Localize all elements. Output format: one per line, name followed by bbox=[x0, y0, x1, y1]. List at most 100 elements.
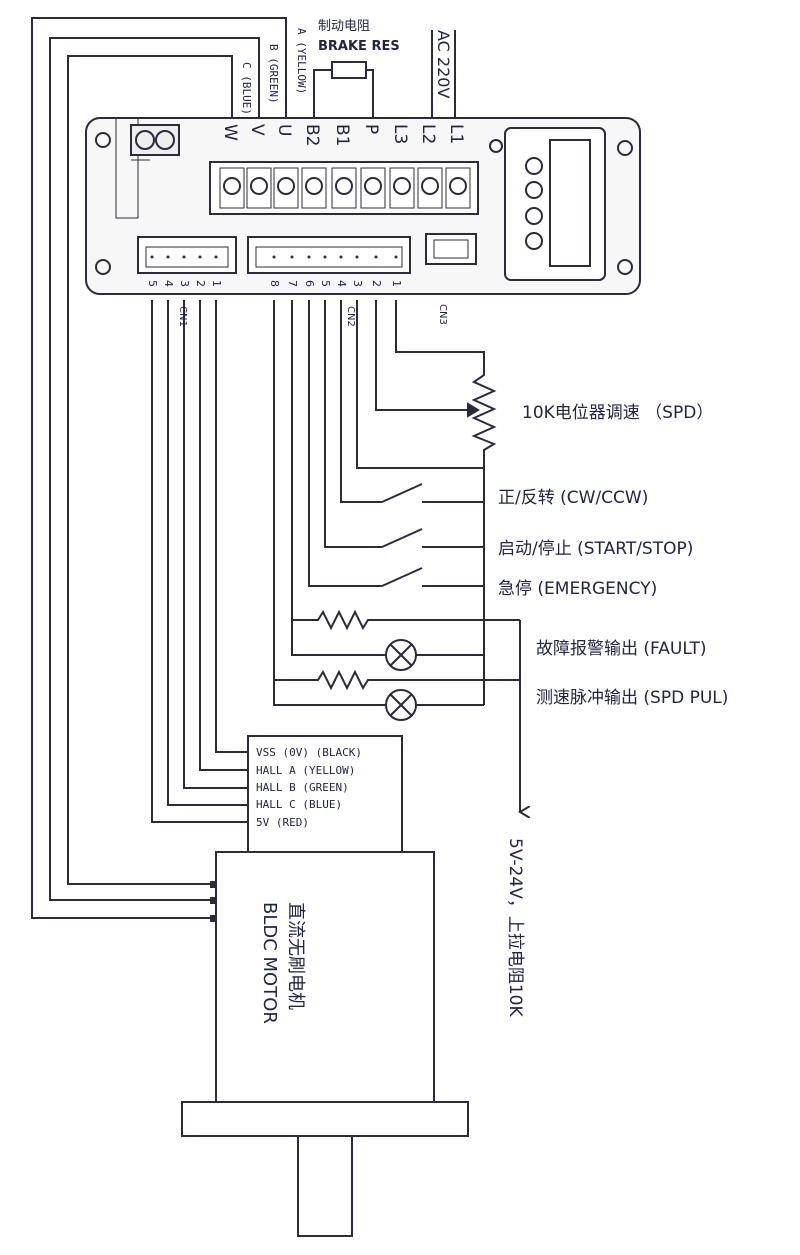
cn1-pin-label: 2 bbox=[194, 280, 207, 287]
switch-start bbox=[381, 528, 423, 548]
cn3-label: CN3 bbox=[437, 304, 448, 325]
wire-v bbox=[49, 37, 260, 901]
wire-brake-p bbox=[366, 69, 374, 125]
start-label: 启动/停止 (START/STOP) bbox=[498, 539, 693, 559]
wire-cn2-3 bbox=[356, 300, 484, 469]
wire-cn1-5 bbox=[151, 300, 250, 823]
potentiometer bbox=[471, 368, 497, 468]
cn1-pin-label: 3 bbox=[178, 280, 191, 287]
emg-label: 急停 (EMERGENCY) bbox=[498, 579, 657, 599]
cn2-pin bbox=[307, 255, 311, 259]
wire-cn2-7 bbox=[291, 300, 386, 656]
terminal-label-l1: L1 bbox=[446, 124, 466, 144]
driver-unit bbox=[85, 117, 641, 295]
mount-hole bbox=[617, 140, 633, 156]
cn2-pin-label: 7 bbox=[286, 280, 299, 287]
cn2-pin bbox=[323, 255, 327, 259]
mount-hole bbox=[95, 259, 111, 275]
spdpul-resistor bbox=[274, 669, 520, 691]
mount-hole bbox=[617, 259, 633, 275]
hall-label: HALL C (BLUE) bbox=[256, 798, 342, 811]
lead-b-label: B (GREEN) bbox=[267, 44, 280, 104]
fault-label: 故障报警输出 (FAULT) bbox=[536, 639, 706, 659]
mount-hole bbox=[95, 132, 111, 148]
brake-label-cn: 制动电阻 bbox=[318, 19, 370, 34]
wires bbox=[31, 17, 520, 919]
wire-cn2-5 bbox=[324, 300, 382, 548]
terminal-screws bbox=[219, 167, 471, 209]
brake-resistor bbox=[331, 61, 367, 79]
terminal-label-l3: L3 bbox=[390, 124, 410, 144]
terminal-slot bbox=[301, 167, 327, 209]
ac-label: AC 220V bbox=[434, 30, 453, 98]
hall-sensor-box bbox=[247, 735, 403, 853]
cn1-pin bbox=[214, 255, 218, 259]
terminal-label-w: W bbox=[220, 124, 240, 141]
wire-cn1-4 bbox=[167, 300, 250, 806]
cn2-pin-label: 3 bbox=[351, 280, 364, 287]
hall-label: HALL B (GREEN) bbox=[256, 781, 349, 794]
terminal-screw bbox=[223, 177, 241, 195]
brake-label-en: BRAKE RES bbox=[318, 39, 400, 54]
cn1-pin-label: 1 bbox=[210, 280, 223, 287]
wire-brake-b2 bbox=[313, 69, 332, 125]
terminal-screw bbox=[335, 177, 353, 195]
spdpul-lamp bbox=[385, 689, 417, 721]
hall-label: VSS (0V) (BLACK) bbox=[256, 746, 362, 759]
terminal-screw bbox=[250, 177, 268, 195]
switch-emg bbox=[381, 567, 423, 587]
terminal-slot bbox=[389, 167, 415, 209]
pot-wiper-arrow bbox=[467, 402, 480, 418]
cn2-pin-label: 5 bbox=[319, 280, 332, 287]
cn2-pin-label: 2 bbox=[370, 280, 383, 287]
cn2-pin bbox=[394, 255, 398, 259]
wire-cn2-8 bbox=[273, 300, 386, 706]
cn2-pin bbox=[272, 255, 276, 259]
cn1-label: CN1 bbox=[177, 306, 188, 327]
wire-u bbox=[31, 17, 287, 919]
cn2-pin bbox=[355, 255, 359, 259]
cn2-label: CN2 bbox=[345, 306, 356, 327]
motor-body bbox=[215, 851, 435, 1103]
terminal-label-l2: L2 bbox=[418, 124, 438, 144]
panel-button bbox=[525, 157, 543, 175]
cw-label: 正/反转 (CW/CCW) bbox=[498, 488, 648, 508]
terminal-label-b2: B2 bbox=[302, 124, 322, 146]
terminal-slot bbox=[331, 167, 357, 209]
terminal-slot bbox=[273, 167, 299, 209]
cn2-pin bbox=[374, 255, 378, 259]
terminal-screw bbox=[393, 177, 411, 195]
terminal-slot bbox=[219, 167, 245, 209]
terminal-slot bbox=[360, 167, 386, 209]
wire-w bbox=[67, 55, 233, 885]
terminal-slot bbox=[246, 167, 272, 209]
cn1-connector bbox=[137, 236, 237, 274]
wire-cn2-2 bbox=[375, 300, 456, 411]
motor-label-en: BLDC MOTOR bbox=[259, 902, 280, 1024]
display-window bbox=[549, 139, 591, 267]
terminal-label-u: U bbox=[274, 124, 294, 136]
cn1-pin-label: 4 bbox=[162, 280, 175, 287]
wire-cn2-4 bbox=[340, 300, 382, 503]
cn2-pin-label: 1 bbox=[390, 280, 403, 287]
terminal-slot bbox=[417, 167, 443, 209]
terminal-screw bbox=[277, 177, 295, 195]
fault-lamp bbox=[385, 639, 417, 671]
wire-cn1-1 bbox=[215, 300, 250, 753]
panel-button bbox=[525, 232, 543, 250]
terminal-screw bbox=[364, 177, 382, 195]
wire-cn2-1 bbox=[395, 300, 485, 368]
motor-shaft bbox=[297, 1135, 353, 1237]
cn1-pin-label: 5 bbox=[146, 280, 159, 287]
bldc-motor bbox=[181, 735, 469, 1237]
cn1-pin bbox=[150, 255, 154, 259]
fault-resistor bbox=[292, 609, 520, 631]
terminal-screw bbox=[305, 177, 323, 195]
terminal-label-b1: B1 bbox=[332, 124, 352, 146]
terminal-slot bbox=[445, 167, 471, 209]
wire-cn1-3 bbox=[183, 300, 250, 789]
